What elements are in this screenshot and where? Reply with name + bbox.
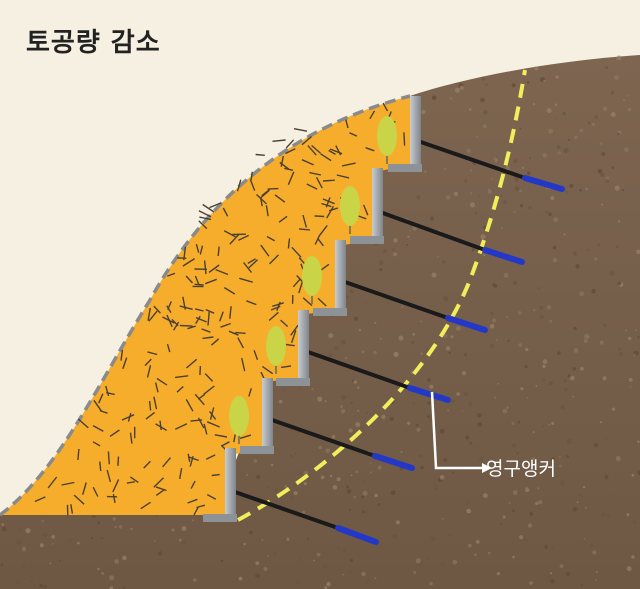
anchor-row-2	[379, 210, 525, 265]
fill-boundary-dashed	[0, 94, 411, 517]
retaining-wall-1	[388, 96, 422, 172]
anchor-row-5	[271, 418, 415, 471]
fill-embankment	[0, 96, 410, 515]
anchor-label: 영구앵커	[486, 458, 556, 480]
tree-icon	[302, 256, 322, 304]
retaining-wall-6	[203, 448, 237, 522]
retaining-wall-2	[350, 168, 384, 244]
page-title: 토공량 감소	[26, 28, 161, 58]
anchor-row-1	[414, 138, 565, 192]
anchor-row-3	[344, 280, 488, 333]
anchor-row-6	[234, 490, 379, 545]
tree-icon	[229, 396, 249, 444]
tree-icon	[377, 116, 397, 164]
arrow-right-icon	[430, 391, 492, 473]
soil-texture	[0, 55, 640, 589]
anchor-row-4	[307, 350, 451, 403]
retaining-wall-5	[240, 378, 274, 454]
retaining-wall-4	[276, 310, 310, 386]
natural-ground	[0, 55, 640, 589]
retaining-wall-3	[313, 240, 347, 316]
tree-icon	[340, 186, 360, 234]
tree-icon	[266, 326, 286, 374]
slip-line	[237, 69, 527, 522]
